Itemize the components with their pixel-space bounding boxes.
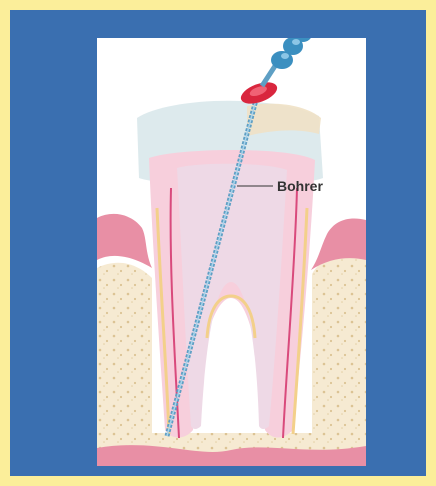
label-bohrer: Bohrer <box>277 178 323 194</box>
gum-left <box>97 214 152 268</box>
illustration-panel: Bohrer <box>97 38 366 466</box>
root-canal-diagram: Bohrer <box>97 38 366 466</box>
drill-handle-icon <box>262 38 312 86</box>
blue-frame: Bohrer <box>10 10 426 476</box>
